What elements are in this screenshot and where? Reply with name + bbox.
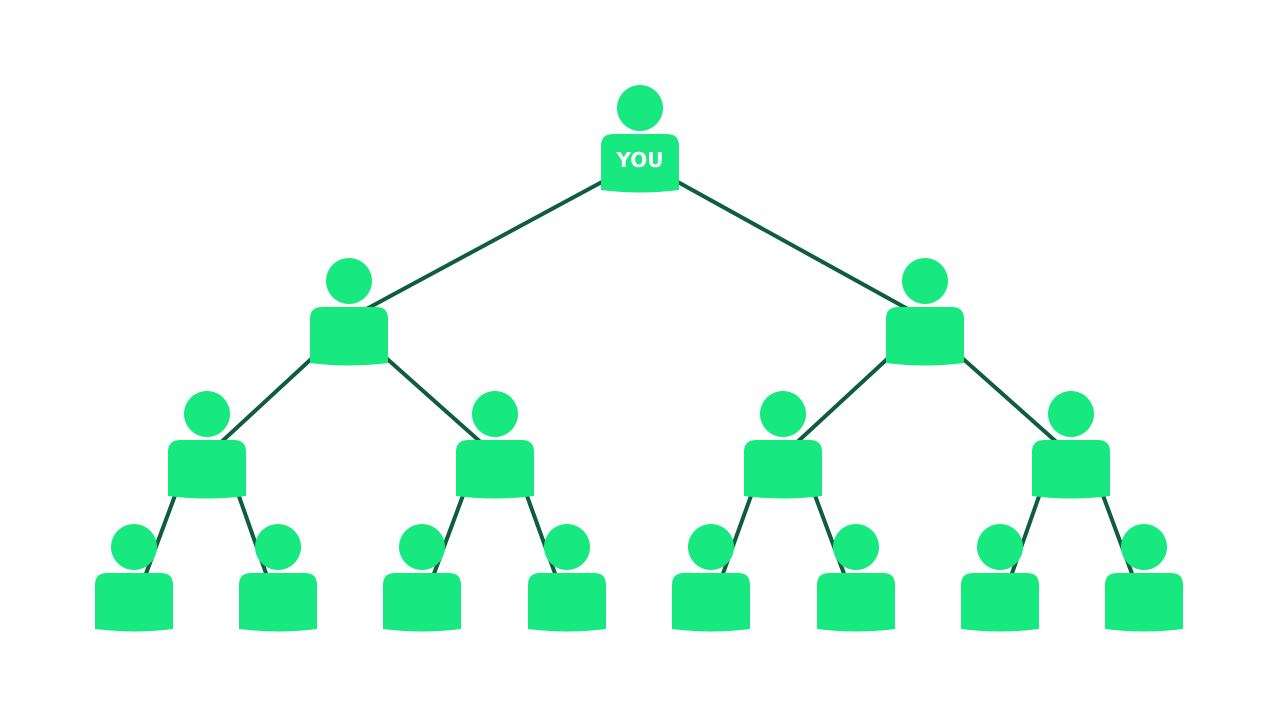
person-head-icon <box>326 258 372 304</box>
person-head-icon <box>977 524 1023 570</box>
person-head-icon <box>544 524 590 570</box>
person-body-icon <box>1032 440 1110 499</box>
connector-l1-left-to-l2-1 <box>215 347 324 448</box>
person-head-icon <box>688 524 734 570</box>
person-icon-l1-right <box>886 258 964 366</box>
person-head-icon <box>617 85 663 131</box>
person-body-icon <box>310 307 388 366</box>
person-icon-l3-5 <box>672 524 750 632</box>
person-head-icon <box>760 391 806 437</box>
person-head-icon <box>184 391 230 437</box>
person-icon-l3-1 <box>95 524 173 632</box>
person-body-icon <box>383 573 461 632</box>
person-icon-l3-2 <box>239 524 317 632</box>
person-body-icon <box>601 134 679 193</box>
person-body-icon <box>239 573 317 632</box>
person-body-icon <box>672 573 750 632</box>
connector-root-to-l1-left <box>357 174 615 315</box>
person-head-icon <box>1121 524 1167 570</box>
person-head-icon <box>399 524 445 570</box>
person-body-icon <box>168 440 246 499</box>
person-head-icon <box>833 524 879 570</box>
root-node-label: YOU <box>615 148 663 172</box>
person-body-icon <box>528 573 606 632</box>
person-body-icon <box>456 440 534 499</box>
person-body-icon <box>95 573 173 632</box>
connector-l1-right-to-l2-4 <box>950 347 1063 448</box>
person-icon-l2-1 <box>168 391 246 499</box>
connector-root-to-l1-right <box>665 174 917 315</box>
person-icon-l1-left <box>310 258 388 366</box>
person-body-icon <box>886 307 964 366</box>
people-nodes: YOU <box>95 85 1183 632</box>
person-head-icon <box>472 391 518 437</box>
person-icon-l3-4 <box>528 524 606 632</box>
person-body-icon <box>817 573 895 632</box>
connector-l1-left-to-l2-2 <box>374 347 487 448</box>
person-head-icon <box>902 258 948 304</box>
person-icon-l3-8 <box>1105 524 1183 632</box>
person-body-icon <box>744 440 822 499</box>
person-icon-l2-3 <box>744 391 822 499</box>
person-body-icon <box>961 573 1039 632</box>
person-head-icon <box>255 524 301 570</box>
person-icon-l3-3 <box>383 524 461 632</box>
person-head-icon <box>1048 391 1094 437</box>
person-icon-root <box>601 85 679 193</box>
person-icon-l3-7 <box>961 524 1039 632</box>
person-icon-l2-4 <box>1032 391 1110 499</box>
person-body-icon <box>1105 573 1183 632</box>
person-icon-l3-6 <box>817 524 895 632</box>
connector-l1-right-to-l2-3 <box>791 347 900 448</box>
person-head-icon <box>111 524 157 570</box>
person-icon-l2-2 <box>456 391 534 499</box>
